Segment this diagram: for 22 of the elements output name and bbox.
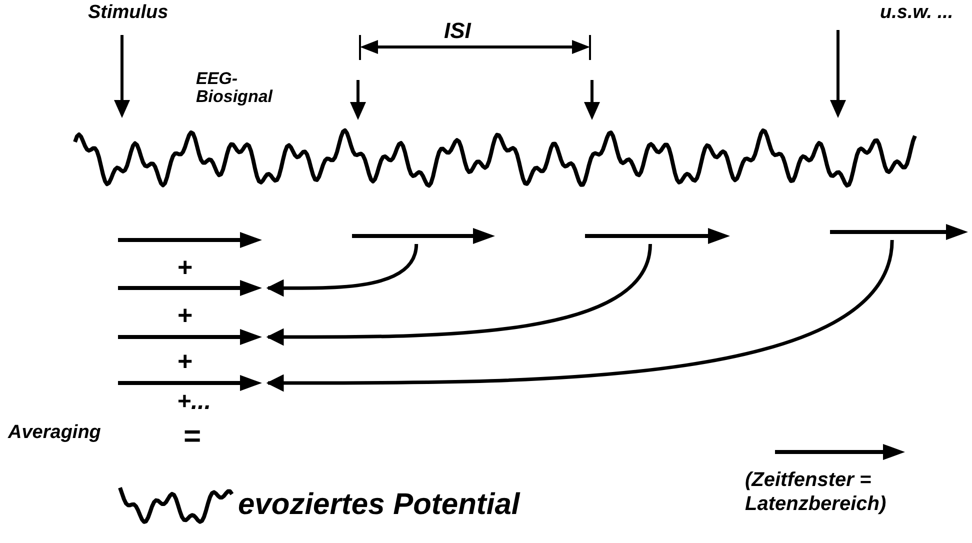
continuation-label: u.s.w. ... [880, 2, 954, 24]
epoch-segment-marker [118, 232, 262, 248]
curved-arrow [266, 244, 652, 346]
curved-arrow [266, 240, 894, 392]
plus-sign: + [177, 300, 192, 331]
plus-sign: +... [177, 388, 212, 416]
plus-sign: + [177, 252, 192, 283]
epoch-segment-marker [585, 228, 730, 244]
signal-label: EEG- Biosignal [196, 70, 274, 106]
epoch-segment-marker [352, 228, 495, 244]
interval-label: ISI [444, 18, 471, 44]
epoch-segment-marker [118, 375, 262, 391]
curved-arrow [266, 244, 418, 297]
equals-sign: = [183, 420, 201, 454]
evoked-potential-label: evoziertes Potential [238, 488, 520, 522]
stimulus-label: Stimulus [88, 2, 168, 24]
legend-label: (Zeitfenster = Latenzbereich) [745, 468, 888, 516]
epoch-segment-marker [118, 280, 262, 296]
epoch-segment-marker [830, 224, 968, 240]
epoch-segment-marker [118, 329, 262, 345]
averaging-label: Averaging [8, 422, 101, 444]
plus-sign: + [177, 346, 192, 377]
